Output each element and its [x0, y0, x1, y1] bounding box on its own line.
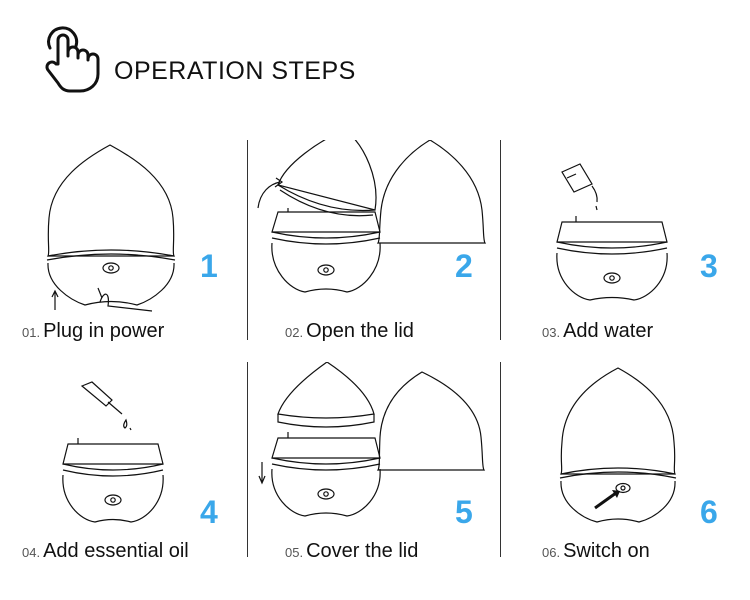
step-label: Switch on [563, 540, 650, 562]
diffuser-cover-lid-illustration [258, 362, 486, 517]
step-number: 2 [455, 248, 473, 284]
step-number: 5 [455, 494, 473, 530]
step-label: Plug in power [43, 320, 165, 342]
diffuser-add-oil-illustration [62, 381, 164, 523]
step-card-1: 1 01.Plug in power [0, 140, 250, 350]
step-index: 01. [22, 325, 41, 340]
step-label: Add essential oil [43, 540, 189, 562]
column-divider-right [500, 140, 501, 340]
diffuser-switch-on-illustration [559, 367, 677, 523]
step-label: Cover the lid [306, 540, 419, 562]
diffuser-closed-illustration [46, 144, 176, 312]
step-number: 6 [700, 494, 718, 530]
step-number: 3 [700, 248, 718, 284]
step-number: 1 [200, 248, 218, 284]
step-index: 02. [285, 325, 304, 340]
step-card-6: 6 06.Switch on [500, 362, 750, 572]
tap-hand-icon [45, 26, 100, 93]
step-caption: 04.Add essential oil [22, 540, 189, 563]
step-label: Open the lid [306, 320, 414, 342]
step-caption: 03.Add water [542, 320, 653, 343]
step-index: 05. [285, 545, 304, 560]
column-divider-left [247, 140, 248, 340]
diffuser-add-water-illustration [556, 163, 668, 301]
step-caption: 06.Switch on [542, 540, 650, 563]
step-number: 4 [200, 494, 218, 530]
step-index: 03. [542, 325, 561, 340]
step-card-4: 4 04.Add essential oil [0, 362, 250, 572]
steps-grid: 1 01.Plug in power 2 [0, 140, 750, 562]
step-caption: 02.Open the lid [285, 320, 414, 343]
column-divider-left-lower [247, 362, 248, 557]
step-label: Add water [563, 320, 654, 342]
page-title: OPERATION STEPS [114, 57, 356, 85]
column-divider-right-lower [500, 362, 501, 557]
step-caption: 01.Plug in power [22, 320, 164, 343]
step-card-5: 5 05.Cover the lid [250, 362, 500, 572]
step-caption: 05.Cover the lid [285, 540, 418, 563]
step-index: 06. [542, 545, 561, 560]
step-card-3: 3 03.Add water [500, 140, 750, 350]
header: OPERATION STEPS [40, 22, 356, 94]
step-index: 04. [22, 545, 41, 560]
step-card-2: 2 02.Open the lid [250, 140, 500, 350]
diffuser-open-illustration [257, 140, 487, 293]
